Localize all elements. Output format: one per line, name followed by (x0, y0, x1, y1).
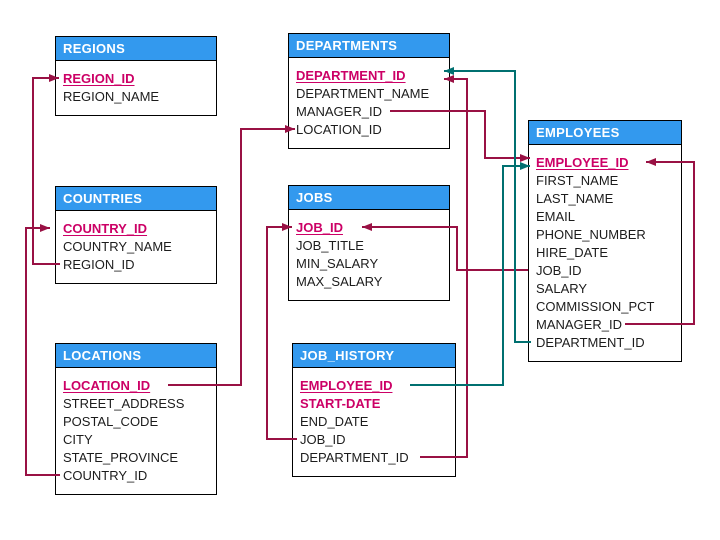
fk-line-employees-department-to-departments-department (444, 67, 531, 343)
table-regions[interactable]: REGIONS REGION_ID REGION_NAME (55, 36, 217, 116)
column-employees-first-name: FIRST_NAME (536, 173, 619, 188)
table-departments-title: DEPARTMENTS (289, 34, 449, 58)
column-employees-salary: SALARY (536, 281, 588, 296)
table-departments[interactable]: DEPARTMENTS DEPARTMENT_ID DEPARTMENT_NAME M… (288, 33, 450, 149)
column-job_history-start-date: START-DATE (300, 396, 381, 411)
column-locations-postal-code: POSTAL_CODE (63, 414, 159, 429)
column-locations-city: CITY (63, 432, 93, 447)
table-regions-title: REGIONS (56, 37, 216, 61)
column-employees-hire-date: HIRE_DATE (536, 245, 608, 260)
column-employees-job-id: JOB_ID (536, 263, 582, 278)
table-employees-columns: EMPLOYEE_ID FIRST_NAME LAST_NAME EMAIL PHONE… (529, 145, 681, 361)
column-regions-region-name: REGION_NAME (63, 89, 160, 104)
table-job_history-title: JOB_HISTORY (293, 344, 455, 368)
table-jobs-title: JOBS (289, 186, 449, 210)
table-regions-columns: REGION_ID REGION_NAME (56, 61, 216, 115)
column-regions-region-id: REGION_ID (63, 71, 135, 86)
column-job_history-job-id: JOB_ID (300, 432, 346, 447)
table-locations[interactable]: LOCATIONS LOCATION_ID STREET_ADDRESS POSTAL… (55, 343, 217, 495)
column-locations-location-id: LOCATION_ID (63, 378, 151, 393)
column-employees-email: EMAIL (536, 209, 576, 224)
column-employees-last-name: LAST_NAME (536, 191, 614, 206)
table-employees-title: EMPLOYEES (529, 121, 681, 145)
column-locations-state-province: STATE_PROVINCE (63, 450, 179, 465)
table-jobs-columns: JOB_ID JOB_TITLE MIN_SALARY MAX_SALARY (289, 210, 449, 300)
column-jobs-job-title: JOB_TITLE (296, 238, 364, 253)
table-job_history-columns: EMPLOYEE_ID START-DATE END_DATE JOB_ID DEPAR… (293, 368, 455, 476)
table-countries-columns: COUNTRY_ID COUNTRY_NAME REGION_ID (56, 211, 216, 283)
column-employees-phone-number: PHONE_NUMBER (536, 227, 646, 242)
column-job_history-department-id: DEPARTMENT_ID (300, 450, 409, 465)
column-countries-country-name: COUNTRY_NAME (63, 239, 172, 254)
table-departments-columns: DEPARTMENT_ID DEPARTMENT_NAME MANAGER_ID LO… (289, 58, 449, 148)
column-employees-manager-id: MANAGER_ID (536, 317, 622, 332)
table-countries-title: COUNTRIES (56, 187, 216, 211)
column-employees-commission-pct: COMMISSION_PCT (536, 299, 655, 314)
column-employees-employee-id: EMPLOYEE_ID (536, 155, 629, 170)
column-departments-department-name: DEPARTMENT_NAME (296, 86, 430, 101)
table-countries[interactable]: COUNTRIES COUNTRY_ID COUNTRY_NAME REGION_ID (55, 186, 217, 284)
column-countries-region-id: REGION_ID (63, 257, 135, 272)
column-jobs-max-salary: MAX_SALARY (296, 274, 383, 289)
column-departments-manager-id: MANAGER_ID (296, 104, 382, 119)
column-locations-country-id: COUNTRY_ID (63, 468, 148, 483)
column-jobs-min-salary: MIN_SALARY (296, 256, 379, 271)
table-locations-columns: LOCATION_ID STREET_ADDRESS POSTAL_CODE CITY… (56, 368, 216, 494)
column-departments-department-id: DEPARTMENT_ID (296, 68, 406, 83)
column-job_history-end-date: END_DATE (300, 414, 369, 429)
column-departments-location-id: LOCATION_ID (296, 122, 382, 137)
table-jobs[interactable]: JOBS JOB_ID JOB_TITLE MIN_SALARY MAX_SALARY (288, 185, 450, 301)
column-job_history-employee-id: EMPLOYEE_ID (300, 378, 393, 393)
column-locations-street-address: STREET_ADDRESS (63, 396, 185, 411)
column-countries-country-id: COUNTRY_ID (63, 221, 148, 236)
table-job_history[interactable]: JOB_HISTORY EMPLOYEE_ID START-DATE END_DATE… (292, 343, 456, 477)
table-locations-title: LOCATIONS (56, 344, 216, 368)
column-employees-department-id: DEPARTMENT_ID (536, 335, 645, 350)
column-jobs-job-id: JOB_ID (296, 220, 343, 235)
